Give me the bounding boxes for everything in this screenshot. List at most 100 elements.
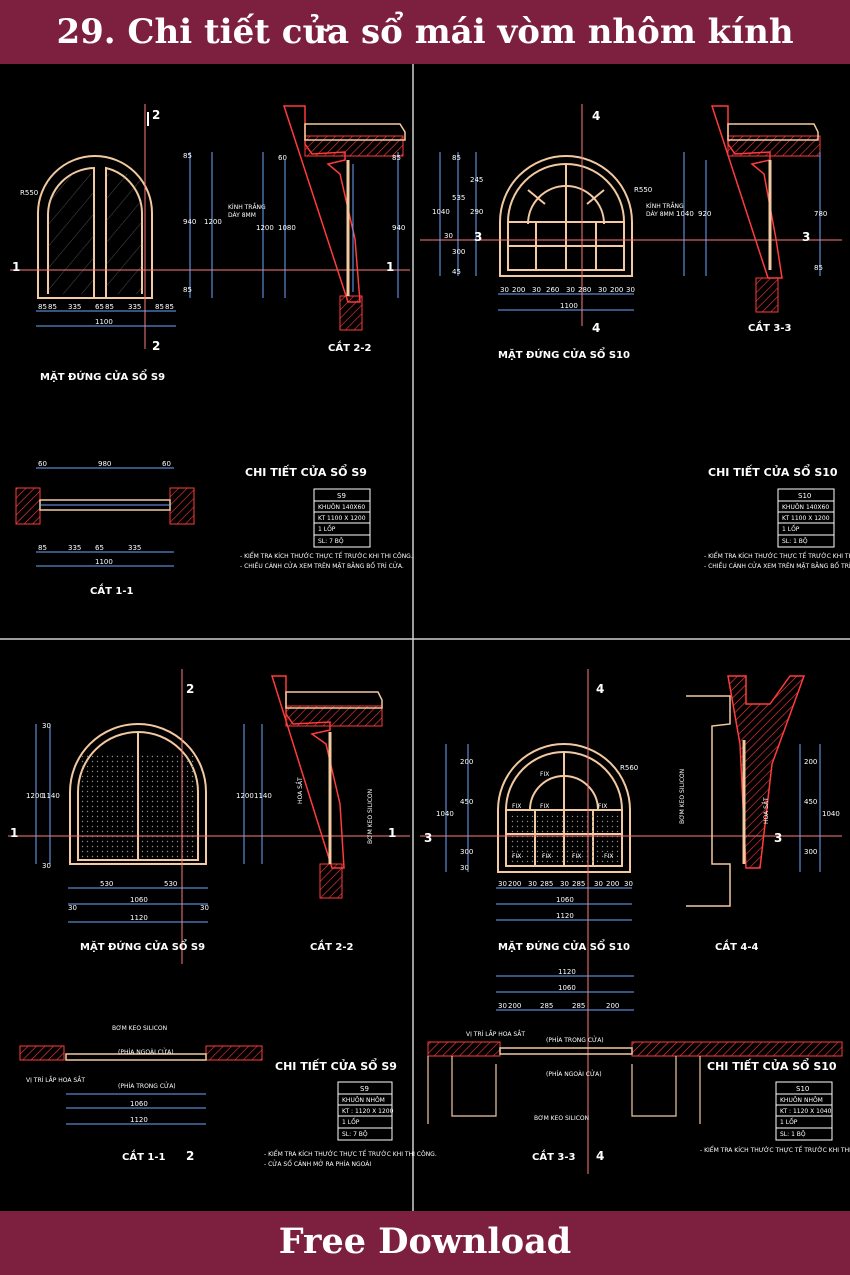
svg-text:85: 85	[155, 303, 164, 311]
svg-text:CẮT 2-2: CẮT 2-2	[310, 938, 353, 953]
svg-text:FIX: FIX	[540, 771, 549, 778]
svg-text:290: 290	[470, 208, 483, 216]
svg-text:FIX: FIX	[604, 853, 613, 860]
svg-text:4: 4	[592, 321, 600, 335]
svg-text:200: 200	[508, 1002, 521, 1010]
s9-elevation-title: MẶT ĐỨNG CỬA SỔ S9	[40, 368, 165, 383]
svg-text:2: 2	[186, 682, 194, 696]
svg-text:1040: 1040	[436, 810, 454, 818]
free-download-label[interactable]: Free Download	[278, 1221, 572, 1262]
svg-text:CẮT 3-3: CẮT 3-3	[748, 319, 791, 334]
svg-text:(PHÍA NGOÀI CỬA): (PHÍA NGOÀI CỬA)	[546, 1070, 602, 1078]
page-title: 29. Chi tiết cửa sổ mái vòm nhôm kính	[56, 12, 794, 52]
svg-text:FIX: FIX	[512, 803, 521, 810]
svg-text:920: 920	[698, 210, 711, 218]
svg-text:200: 200	[512, 286, 525, 294]
svg-text:BƠM KEO SILICON: BƠM KEO SILICON	[367, 789, 374, 844]
svg-text:R550: R550	[634, 186, 652, 194]
svg-text:1040: 1040	[822, 810, 840, 818]
svg-text:- CỬA SỔ CÁNH MỞ RA PHÍA NGOÀI: - CỬA SỔ CÁNH MỞ RA PHÍA NGOÀI	[264, 1160, 371, 1168]
svg-text:1120: 1120	[130, 914, 148, 922]
svg-text:KT : 1120 X 1200: KT : 1120 X 1200	[342, 1108, 394, 1115]
svg-text:FIX: FIX	[512, 853, 521, 860]
s10-elevation	[499, 155, 633, 277]
svg-text:FIX: FIX	[598, 803, 607, 810]
panel-s10-top: 30 200 30 260 30 280 30 200 30 1100 535 …	[420, 104, 850, 570]
svg-text:DÀY 8MM: DÀY 8MM	[228, 212, 256, 219]
svg-text:2: 2	[152, 339, 160, 353]
cad-drawing: R550 85 85 335 65 85 335 85 85 1100 940 …	[0, 64, 850, 1211]
svg-text:30: 30	[200, 904, 209, 912]
svg-text:85: 85	[392, 154, 401, 162]
s9-plan-1-1: 60 980 60 85 335 65 335 1100 CẮT 1-1	[15, 460, 195, 597]
s10-spec-table	[777, 488, 835, 548]
svg-text:CẮT 1-1: CẮT 1-1	[122, 1148, 165, 1163]
svg-text:1140: 1140	[42, 792, 60, 800]
svg-text:KHUÔN 140X60: KHUÔN 140X60	[318, 504, 365, 511]
svg-text:245: 245	[470, 176, 483, 184]
svg-text:535: 535	[452, 194, 465, 202]
svg-text:KT 1100 X 1200: KT 1100 X 1200	[782, 515, 830, 522]
svg-text:1100: 1100	[560, 302, 578, 310]
svg-text:30: 30	[594, 880, 603, 888]
svg-text:285: 285	[572, 1002, 585, 1010]
svg-text:85: 85	[105, 303, 114, 311]
svg-text:1040: 1040	[676, 210, 694, 218]
svg-text:SL: 1 BỘ: SL: 1 BỘ	[780, 1131, 806, 1138]
s9-section-2-2: 1200 1080 940 60 85 CẮT 2-2	[256, 105, 406, 354]
svg-text:1: 1	[386, 260, 394, 274]
svg-text:85: 85	[48, 303, 57, 311]
svg-text:DÀY 8MM: DÀY 8MM	[646, 211, 674, 218]
svg-text:30: 30	[444, 232, 453, 240]
svg-text:85: 85	[183, 286, 192, 294]
svg-text:1060: 1060	[556, 896, 574, 904]
svg-text:1080: 1080	[278, 224, 296, 232]
panel-s10-bottom: FIX FIX FIX FIX FIX FIX FIX FIX R560 30 …	[420, 669, 850, 1174]
svg-text:980: 980	[98, 460, 111, 468]
svg-text:(PHÍA NGOÀI CỬA): (PHÍA NGOÀI CỬA)	[118, 1048, 174, 1056]
svg-text:85: 85	[183, 152, 192, 160]
svg-text:200: 200	[804, 758, 817, 766]
svg-text:3: 3	[802, 230, 810, 244]
svg-text:260: 260	[546, 286, 559, 294]
svg-text:1200: 1200	[236, 792, 254, 800]
svg-text:85: 85	[814, 264, 823, 272]
svg-text:1 LỐP: 1 LỐP	[318, 525, 336, 533]
panel-s9-bottom: 530 530 30 30 1060 1120 1200 1140 30 30 …	[8, 669, 437, 1168]
svg-text:1040: 1040	[432, 208, 450, 216]
svg-text:200: 200	[606, 1002, 619, 1010]
svg-text:1060: 1060	[130, 896, 148, 904]
svg-text:S10: S10	[796, 1085, 809, 1093]
s9-plan-title: CẮT 1-1	[90, 582, 133, 597]
fix-labels: FIX FIX FIX FIX FIX FIX FIX FIX	[512, 771, 613, 860]
title-banner: 29. Chi tiết cửa sổ mái vòm nhôm kính	[0, 0, 850, 64]
svg-text:300: 300	[452, 248, 465, 256]
svg-text:1120: 1120	[130, 1116, 148, 1124]
svg-text:30: 30	[498, 880, 507, 888]
svg-text:1200: 1200	[256, 224, 274, 232]
svg-text:940: 940	[392, 224, 405, 232]
s10-section-4-4: 200 450 300 1040 BƠM KEO SILICON HOA SẮT…	[679, 675, 840, 953]
svg-text:200: 200	[508, 880, 521, 888]
svg-text:30: 30	[624, 880, 633, 888]
svg-text:30: 30	[460, 864, 469, 872]
svg-text:- KIỂM TRA KÍCH THƯỚC THỰC TẾ: - KIỂM TRA KÍCH THƯỚC THỰC TẾ TRƯỚC KHI …	[700, 1146, 850, 1154]
svg-text:285: 285	[572, 880, 585, 888]
svg-text:450: 450	[804, 798, 817, 806]
svg-text:- KIỂM TRA KÍCH THƯỚC THỰC TẾ: - KIỂM TRA KÍCH THƯỚC THỰC TẾ TRƯỚC KHI …	[264, 1150, 437, 1158]
svg-text:KT : 1120 X 1040: KT : 1120 X 1040	[780, 1108, 832, 1115]
svg-text:KT 1100 X 1200: KT 1100 X 1200	[318, 515, 366, 522]
svg-text:30: 30	[68, 904, 77, 912]
svg-text:KHUÔN NHÔM: KHUÔN NHÔM	[780, 1097, 823, 1104]
svg-text:- CHIỀU CÁNH CỬA XEM TRÊN MẶT: - CHIỀU CÁNH CỬA XEM TRÊN MẶT BẰNG BỐ TR…	[704, 562, 850, 570]
svg-text:60: 60	[278, 154, 287, 162]
svg-text:940: 940	[183, 218, 196, 226]
s9-overall-width: 1100	[95, 318, 113, 326]
s10-plan-3-3: 1120 1060 30 200 285 285 200 VỊ TRÍ LẮP …	[427, 968, 843, 1163]
svg-text:1200: 1200	[26, 792, 44, 800]
svg-text:BƠM KEO SILICON: BƠM KEO SILICON	[112, 1025, 167, 1032]
svg-text:1 LỐP: 1 LỐP	[780, 1118, 798, 1126]
svg-text:S9: S9	[360, 1085, 369, 1093]
svg-text:335: 335	[68, 303, 81, 311]
download-banner[interactable]: Free Download	[0, 1211, 850, 1275]
